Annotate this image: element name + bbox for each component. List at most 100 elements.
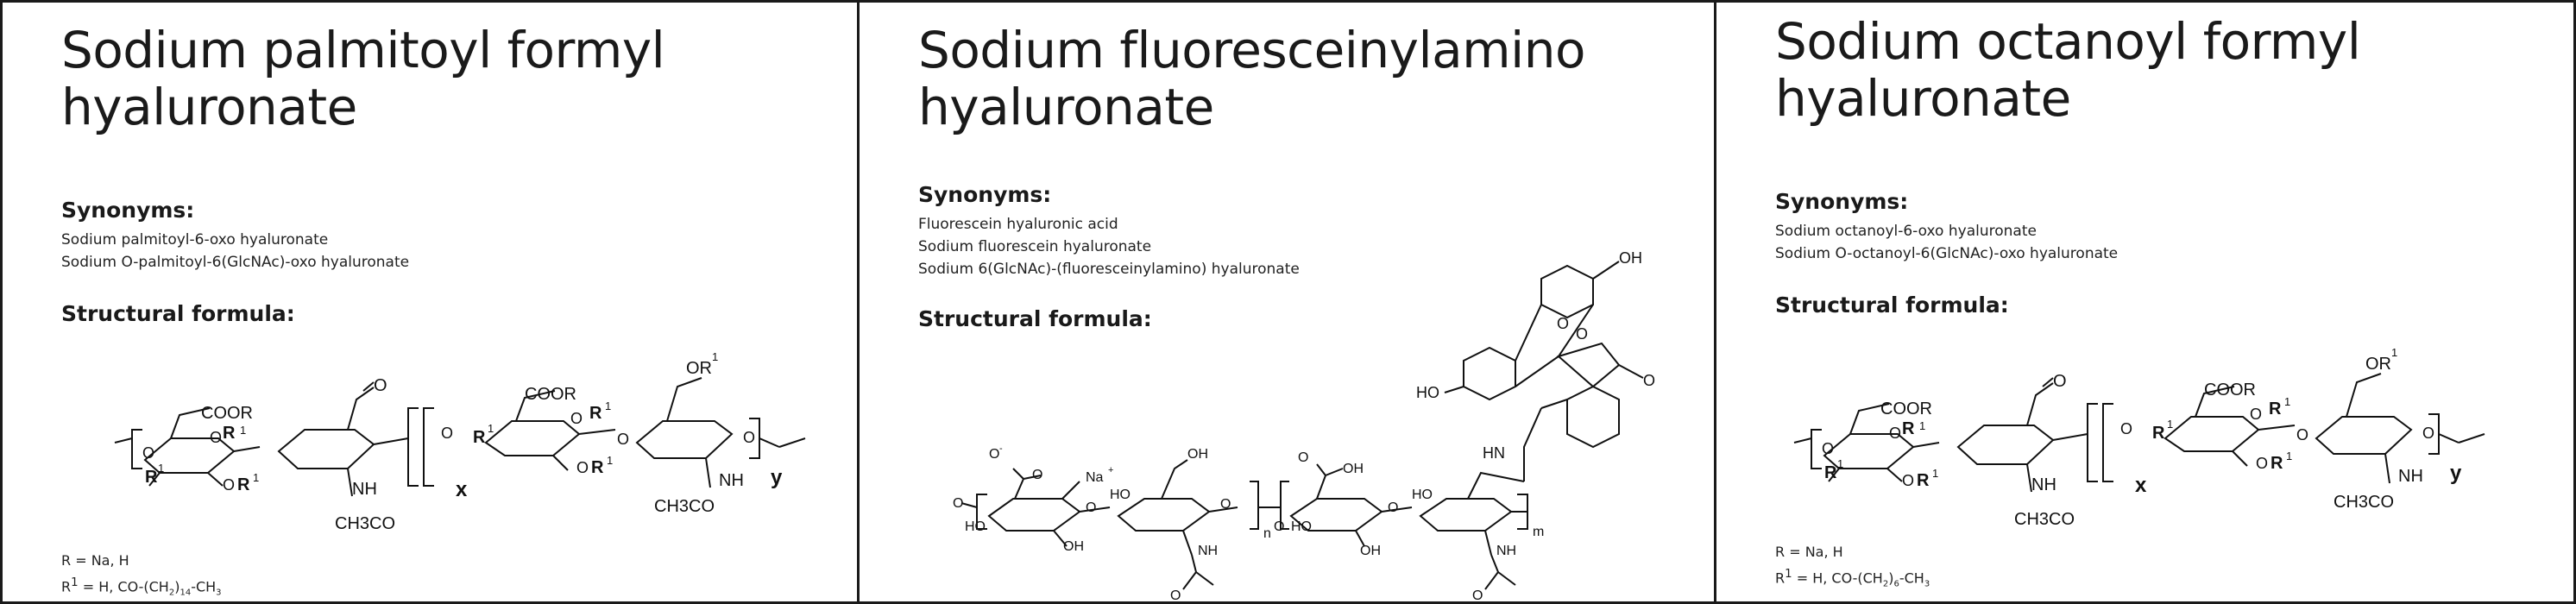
label-acetyl: CH3CO <box>2334 493 2394 512</box>
label-o: O <box>953 496 963 511</box>
synonym-item: Fluorescein hyaluronic acid <box>918 216 1118 233</box>
label-oh: OH <box>1619 249 1642 267</box>
label-o: O <box>223 476 235 494</box>
legend-r1-letter: R <box>1775 569 1786 587</box>
structural-formula-diagram: COOR O R 1 O R 1 O R 1 O NH CH3CO x O R <box>1716 3 2573 601</box>
label-charge: - <box>999 444 1003 454</box>
label-acetyl: CH3CO <box>335 514 395 533</box>
label-r1-sup: 1 <box>2167 418 2173 431</box>
label-r1-sup: 1 <box>240 424 246 437</box>
legend-sub: 14 <box>180 588 192 598</box>
label-o: O <box>1086 500 1096 515</box>
synonyms-list: Sodium palmitoyl-6-oxo hyaluronate Sodiu… <box>61 229 409 274</box>
label-oh: OH <box>1360 544 1381 558</box>
label-r1-sup: 1 <box>2391 346 2397 359</box>
synonyms-list: Fluorescein hyaluronic acid Sodium fluor… <box>918 213 1300 280</box>
molecule-labels: COOR O R 1 O R 1 O R 1 O NH CH3CO x O R <box>1822 346 2462 529</box>
label-r1-sup: 1 <box>712 350 718 363</box>
label-o: O <box>1274 519 1284 534</box>
label-oh: OH <box>1343 462 1364 476</box>
label-o: O <box>441 425 453 442</box>
label-r1-sup: 1 <box>1919 419 1925 432</box>
label-coor: COOR <box>201 404 253 423</box>
legend-r1-text: = H, CO-(CH <box>78 578 169 595</box>
legend-r1-letter: R <box>61 578 72 595</box>
label-na: Na <box>1086 470 1104 485</box>
synonym-item: Sodium 6(GlcNAc)-(fluoresceinylamino) hy… <box>918 261 1300 278</box>
label-or: OR <box>686 359 712 378</box>
label-r: R <box>591 458 604 477</box>
label-oh: OH <box>1187 447 1208 462</box>
title-line-1: Sodium fluoresceinylamino <box>918 21 1585 79</box>
label-o: O <box>1388 500 1398 515</box>
label-ho: HO <box>965 519 986 534</box>
synonyms-heading: Synonyms: <box>61 198 195 223</box>
legend-r1-text: = H, CO-(CH <box>1792 569 1883 587</box>
title-line-1: Sodium palmitoyl formyl <box>61 21 665 79</box>
label-r1-sup: 1 <box>605 400 611 412</box>
label-acetyl: CH3CO <box>654 497 715 516</box>
title-line-2: hyaluronate <box>61 78 357 136</box>
legend-r1: R1 = H, CO-(CH2)6-CH3 <box>1775 563 1930 596</box>
legend-sub: 2 <box>1882 579 1889 589</box>
title-line-2: hyaluronate <box>1775 69 2071 128</box>
title-line-2: hyaluronate <box>918 78 1214 136</box>
label-r: R <box>1917 471 1930 490</box>
label-o: O <box>617 431 629 448</box>
structural-formula-diagram: COOR O R 1 O R 1 O R 1 O NH CH3CO x O R <box>3 3 857 601</box>
compound-title: Sodium palmitoyl formyl hyaluronate <box>61 22 821 135</box>
synonym-item: Sodium palmitoyl-6-oxo hyaluronate <box>61 231 329 249</box>
label-o: O <box>1822 440 1834 457</box>
label-r: R <box>237 475 250 494</box>
label-o: O <box>1643 372 1655 389</box>
label-nh: NH <box>1496 544 1516 558</box>
label-r1-sup: 1 <box>253 471 259 484</box>
label-r: R <box>2269 400 2282 418</box>
label-o: O <box>2120 420 2132 437</box>
label-r: R <box>1902 419 1915 438</box>
label-r1-sup: 1 <box>2286 450 2292 462</box>
panel-octanoyl: Sodium octanoyl formyl hyaluronate Synon… <box>1714 0 2576 604</box>
structural-formula-heading: Structural formula: <box>1775 293 2009 318</box>
synonym-item: Sodium O-octanoyl-6(GlcNAc)-oxo hyaluron… <box>1775 245 2119 262</box>
structure-svg: OH HO O O O HN O - O Na + O HO OH O HO O <box>953 249 1655 601</box>
label-x: x <box>456 478 468 501</box>
molecule-bonds <box>114 377 806 497</box>
label-coor: COOR <box>1880 400 1932 418</box>
label-o: O <box>743 429 755 446</box>
label-ho: HO <box>1416 384 1439 401</box>
label-hn: HN <box>1483 444 1505 462</box>
panel-fluoresceinylamino: Sodium fluoresceinylamino hyaluronate Sy… <box>857 0 1716 604</box>
label-aldehyde-o: O <box>374 376 387 395</box>
label-n: n <box>1263 526 1271 541</box>
label-aldehyde-o: O <box>2053 372 2067 391</box>
synonym-item: Sodium octanoyl-6-oxo hyaluronate <box>1775 223 2037 240</box>
substituent-legend: R = Na, H R1 = H, CO-(CH2)6-CH3 <box>1775 541 1930 596</box>
label-nh: NH <box>2398 467 2423 486</box>
label-r1-sup: 1 <box>607 454 613 467</box>
label-o: O <box>1576 325 1588 343</box>
legend-sub: 3 <box>1924 579 1930 589</box>
compound-title: Sodium fluoresceinylamino hyaluronate <box>918 22 1678 135</box>
label-r1-sup: 1 <box>1837 457 1843 470</box>
label-x: x <box>2135 474 2147 497</box>
label-o: O <box>1032 468 1042 482</box>
label-or: OR <box>2365 355 2391 374</box>
structural-formula-heading: Structural formula: <box>61 301 295 326</box>
molecule-bonds <box>960 261 1644 590</box>
legend-r1-sup: 1 <box>71 576 79 589</box>
label-r: R <box>2152 424 2165 443</box>
label-o: O <box>989 447 999 462</box>
molecule-labels: COOR O R 1 O R 1 O R 1 O NH CH3CO x O R <box>142 350 783 533</box>
label-o: O <box>142 444 154 462</box>
panel-palmitoyl: Sodium palmitoyl formyl hyaluronate Syno… <box>0 0 860 604</box>
label-r: R <box>145 468 158 487</box>
label-o: O <box>1298 450 1308 465</box>
legend-r1-sup: 1 <box>1785 568 1792 581</box>
label-r1-sup: 1 <box>158 462 164 475</box>
structure-svg: COOR O R 1 O R 1 O R 1 O NH CH3CO x O R <box>1793 346 2485 529</box>
label-nh: NH <box>352 480 377 499</box>
label-r: R <box>1824 463 1837 482</box>
legend-r1: R1 = H, CO-(CH2)14-CH3 <box>61 572 222 601</box>
structural-formula-diagram: OH HO O O O HN O - O Na + O HO OH O HO O <box>860 3 1714 601</box>
